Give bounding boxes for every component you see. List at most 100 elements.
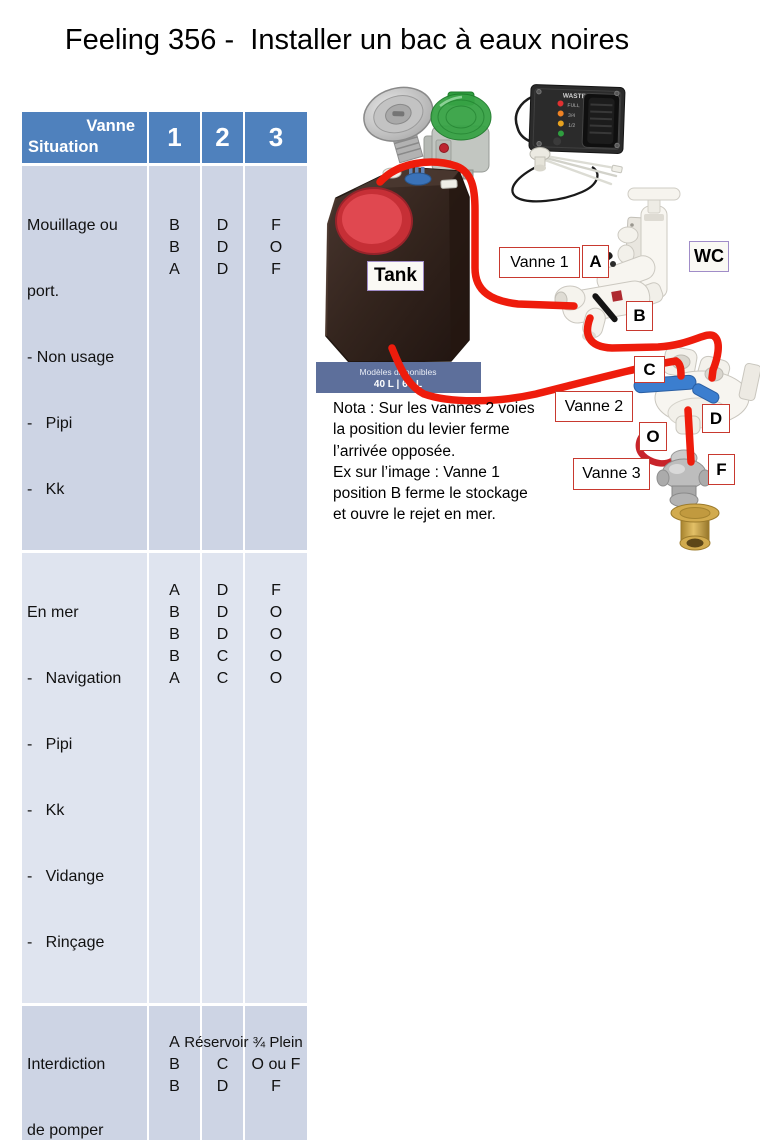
values-vanne1: B B A (147, 166, 200, 550)
row-label: port. (27, 283, 60, 300)
vent-filter-image (423, 91, 492, 180)
section-labels: Interdiction de pomper lorsque (risque d… (22, 1006, 147, 1140)
thru-hull-image (670, 503, 720, 551)
table-cell: A (169, 670, 180, 687)
table-cell: B (169, 648, 180, 665)
table-cell: F (271, 261, 281, 278)
table-section-mouillage: Mouillage ou port. - Non usage - Pipi - … (22, 166, 307, 550)
nota-text-block: Nota : Sur les vannes 2 voies la positio… (333, 398, 535, 526)
waste-panel-title: WASTE (563, 93, 587, 101)
level-sensor-image (511, 147, 623, 203)
nota-line: la position du levier ferme (333, 421, 510, 439)
nota-line: l’arrivée opposée. (333, 442, 456, 460)
led-label-12: 1/2 (568, 123, 575, 129)
nota-line: Ex sur l’image : Vanne 1 (333, 463, 500, 481)
vanne1-label: Vanne 1 (499, 247, 580, 278)
reservoir-plein-note: Réservoir ¾ Plein (184, 1034, 303, 1051)
table-cell: D (216, 1078, 229, 1095)
tank-label: Tank (367, 261, 424, 291)
table-section-en-mer: En mer - Navigation - Pipi - Kk - Vidang… (22, 553, 307, 1003)
row-label: - Non usage (27, 349, 115, 366)
table-cell: O (269, 604, 283, 621)
row-label: Interdiction (27, 1056, 106, 1073)
table-cell: C (216, 648, 229, 665)
waste-panel-image: WASTE FULL 3/4 1/2 (514, 84, 626, 154)
hose-yvalve-to-seacock (684, 406, 695, 466)
column-header-vanne2: 2 (200, 112, 243, 163)
led-label-full: FULL (567, 103, 580, 109)
row-label: Mouillage ou (27, 217, 118, 234)
table-cell: F (271, 1078, 281, 1095)
section-labels: Mouillage ou port. - Non usage - Pipi - … (22, 166, 147, 550)
table-cell: O (269, 670, 283, 687)
led-orange (557, 110, 564, 117)
row-label: - Pipi (27, 415, 73, 432)
nota-line: et ouvre le rejet en mer. (333, 506, 496, 524)
nota-line: position B ferme le stockage (333, 485, 528, 503)
values-vanne1: A B B B A (147, 553, 200, 1003)
row-label: - Navigation (27, 670, 122, 687)
table-cell: D (216, 604, 229, 621)
table-cell: D (216, 261, 229, 278)
table-cell: D (216, 217, 229, 234)
hose-tank-to-yvalve (388, 344, 685, 405)
row-label: En mer (27, 604, 79, 621)
table-cell: B (169, 626, 180, 643)
table-cell: F (271, 582, 281, 599)
values-vanne1: A B B (147, 1006, 200, 1140)
seacock-valve-image (635, 425, 712, 508)
table-cell: D (216, 582, 229, 599)
table-cell: F (271, 217, 281, 234)
valve-position-table: Vanne Situation 1 2 3 Mouillage ou port.… (22, 112, 307, 1140)
led-green (557, 130, 564, 137)
led-label-34: 3/4 (568, 113, 575, 119)
table-cell: C (216, 1056, 229, 1073)
values-vanne3: F O F (243, 166, 307, 550)
values-vanne3: F O O O O (243, 553, 307, 1003)
position-c-label: C (634, 356, 665, 383)
table-cell: A (169, 582, 180, 599)
position-d-label: D (702, 404, 730, 433)
position-o-label: O (639, 422, 667, 451)
position-b-label: B (626, 301, 653, 331)
table-cell: O (269, 648, 283, 665)
led-amber (557, 120, 564, 127)
table-cell: D (216, 626, 229, 643)
position-f-label: F (708, 454, 735, 485)
table-cell: B (169, 1056, 180, 1073)
corner-situation-label: Situation (28, 138, 99, 156)
row-label: - Pipi (27, 736, 73, 753)
values-vanne2: C D (200, 1006, 243, 1140)
table-cell: B (169, 239, 180, 256)
table-cell: O (269, 239, 283, 256)
row-label: - Kk (27, 481, 65, 498)
banner-capacity-text: 40 L | 60 L (374, 379, 422, 390)
table-cell: D (216, 239, 229, 256)
vanne2-blue-lever-small (692, 383, 720, 404)
table-cell: O ou F (251, 1056, 301, 1073)
nota-line: Nota : Sur les vannes 2 voies (333, 400, 535, 417)
table-cell: B (169, 604, 180, 621)
table-cell: O (269, 626, 283, 643)
table-cell: A (169, 261, 180, 278)
hose-tank-to-vanne1 (376, 158, 578, 310)
column-header-vanne1: 1 (147, 112, 200, 163)
values-vanne3: O ou F F (243, 1006, 307, 1140)
table-cell: B (169, 217, 180, 234)
table-header-row: Vanne Situation 1 2 3 (22, 112, 307, 163)
position-a-label: A (582, 245, 609, 278)
row-label: - Vidange (27, 868, 105, 885)
row-label: - Kk (27, 802, 65, 819)
row-label: - Rinçage (27, 934, 105, 951)
values-vanne2: D D D C C (200, 553, 243, 1003)
corner-vanne-label: Vanne (86, 117, 135, 135)
deck-fill-image (363, 86, 434, 164)
led-red (557, 100, 564, 107)
banner-models-text: Modèles disponibles (359, 367, 436, 377)
table-cell: B (169, 1078, 180, 1095)
table-section-interdiction: Interdiction de pomper lorsque (risque d… (22, 1006, 307, 1140)
table-corner-cell: Vanne Situation (22, 112, 147, 163)
wc-label: WC (689, 241, 729, 272)
row-label: de pomper (27, 1122, 104, 1139)
slide-title: Feeling 356 - Installer un bac à eaux no… (64, 24, 630, 56)
